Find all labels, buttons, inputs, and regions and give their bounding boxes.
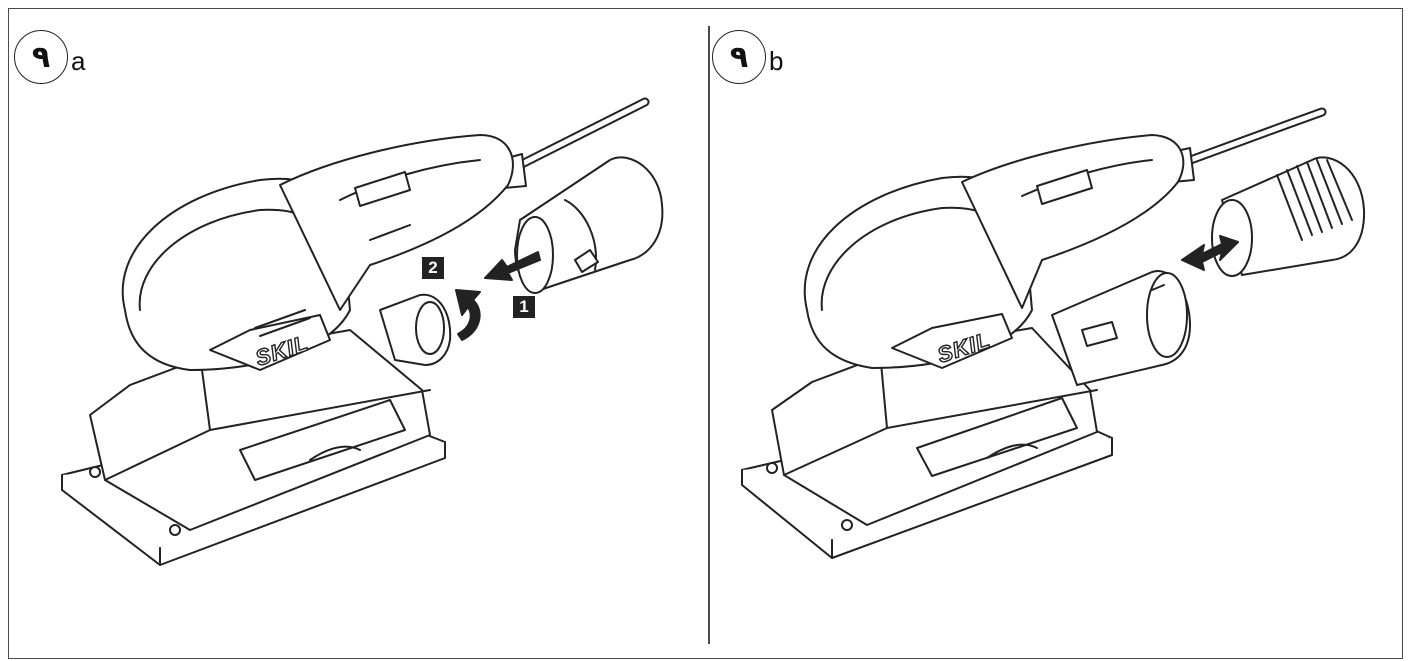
panel-a-label: ٩ a <box>14 30 85 84</box>
panel-b-label: ٩ b <box>712 30 783 84</box>
twist-arrow <box>455 289 481 341</box>
sander-body <box>771 327 1098 526</box>
panel-a: ٩ a <box>10 10 706 655</box>
panel-divider <box>708 26 710 644</box>
insert-arrow <box>484 251 541 281</box>
sander-illustration-b <box>741 107 1366 559</box>
step-badge-1: 1 <box>513 296 535 318</box>
connect-arrow <box>1181 235 1239 271</box>
step-badge-2: 2 <box>422 257 444 279</box>
panel-a-number-circle: ٩ <box>14 30 68 84</box>
sander-handle <box>279 134 514 311</box>
sander-illustration-a <box>61 97 664 566</box>
panel-a-letter: a <box>71 45 86 76</box>
sander-body <box>89 329 431 531</box>
figure-frame <box>8 8 1403 659</box>
panel-b-letter: b <box>769 45 784 76</box>
panel-b: ٩ b <box>712 10 1402 655</box>
sander-handle <box>961 134 1185 309</box>
panel-b-number-circle: ٩ <box>712 30 766 84</box>
